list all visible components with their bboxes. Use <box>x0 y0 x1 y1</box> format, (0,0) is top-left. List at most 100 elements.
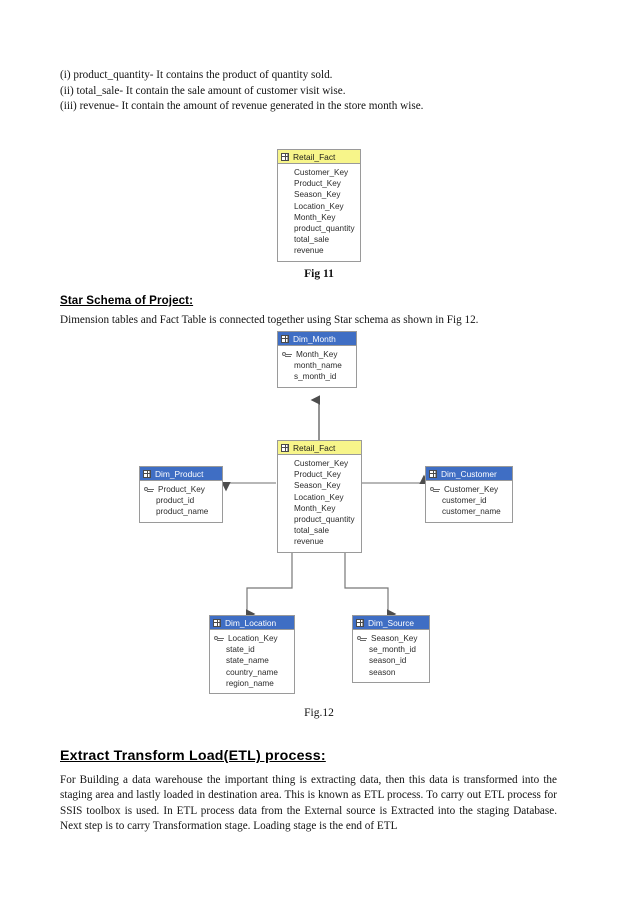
entity-field: total_sale <box>282 234 357 245</box>
field-label: Product_Key <box>158 485 205 494</box>
entity-field-primary-key: Customer_Key <box>430 484 509 495</box>
field-label: region_name <box>226 678 274 688</box>
field-label: Location_Key <box>294 492 344 502</box>
entity-field: product_id <box>144 495 219 506</box>
field-label: product_quantity <box>294 224 355 234</box>
entity-field-list: Month_Key month_name s_month_id <box>278 346 356 387</box>
entity-field: state_id <box>214 644 291 655</box>
entity-field: customer_name <box>430 506 509 517</box>
entity-title: Dim_Source <box>368 617 415 628</box>
entity-field-list: Location_Key state_id state_name country… <box>210 630 294 693</box>
field-label: Customer_Key <box>294 168 349 177</box>
table-grid-icon <box>281 152 289 161</box>
field-label: Season_Key <box>371 634 418 643</box>
fig12-caption: Fig.12 <box>304 707 334 719</box>
entity-table-dim-month[interactable]: Dim_Month Month_Key month_name s_month_i… <box>277 331 357 388</box>
entity-title: Dim_Customer <box>441 468 497 479</box>
entity-field: revenue <box>282 536 358 547</box>
field-label: month_name <box>294 361 342 371</box>
entity-field-primary-key: Product_Key <box>144 484 219 495</box>
entity-field: Season_Key <box>282 189 357 200</box>
entity-field: region_name <box>214 678 291 689</box>
field-label: Month_Key <box>296 350 338 359</box>
field-label: se_month_id <box>369 645 416 655</box>
entity-field: country_name <box>214 667 291 678</box>
field-label: Location_Key <box>228 634 278 643</box>
key-icon <box>144 486 154 493</box>
entity-field-primary-key: Season_Key <box>357 633 426 644</box>
entity-field: customer_id <box>430 495 509 506</box>
intro-list-item-3: (iii) revenue- It contain the amount of … <box>60 100 424 113</box>
field-label: product_name <box>156 507 209 517</box>
field-label: Location_Key <box>294 201 344 211</box>
entity-table-retail-fact-fig11[interactable]: Retail_Fact Customer_Key Product_Key Sea… <box>277 149 361 262</box>
entity-field: Customer_Key <box>282 458 358 469</box>
field-label: product_id <box>156 496 195 506</box>
field-label: Customer_Key <box>444 485 499 494</box>
field-label: Season_Key <box>294 481 341 491</box>
entity-table-retail-fact[interactable]: Retail_Fact Customer_Key Product_Key Sea… <box>277 440 362 553</box>
entity-field: product_quantity <box>282 223 357 234</box>
table-grid-icon <box>429 469 437 478</box>
field-label: season_id <box>369 656 407 666</box>
entity-field: Product_Key <box>282 469 358 480</box>
etl-heading: Extract Transform Load(ETL) process: <box>60 748 326 764</box>
table-grid-icon <box>281 334 289 343</box>
field-label: Product_Key <box>294 179 341 189</box>
entity-field-list: Customer_Key Product_Key Season_Key Loca… <box>278 455 361 552</box>
entity-field-list: Customer_Key customer_id customer_name <box>426 481 512 522</box>
field-label: Season_Key <box>294 190 341 200</box>
table-grid-icon <box>143 469 151 478</box>
connector-fact-to-dim-source <box>344 548 397 619</box>
intro-list: (i) product_quantity- It contains the pr… <box>60 68 560 115</box>
entity-field-list: Customer_Key Product_Key Season_Key Loca… <box>278 164 360 261</box>
connector-fact-to-dim-location <box>245 548 293 619</box>
field-label: revenue <box>294 246 324 256</box>
entity-header: Dim_Month <box>278 332 356 346</box>
entity-field-primary-key: Location_Key <box>214 633 291 644</box>
entity-field: Month_Key <box>282 212 357 223</box>
field-label: customer_name <box>442 507 501 517</box>
entity-field: season_id <box>357 655 426 666</box>
table-grid-icon <box>213 618 221 627</box>
entity-header: Dim_Source <box>353 616 429 630</box>
field-label: total_sale <box>294 526 330 536</box>
field-label: Month_Key <box>294 212 336 222</box>
entity-table-dim-customer[interactable]: Dim_Customer Customer_Key customer_id cu… <box>425 466 513 523</box>
entity-field: Product_Key <box>282 178 357 189</box>
entity-table-dim-source[interactable]: Dim_Source Season_Key se_month_id season… <box>352 615 430 683</box>
entity-title: Dim_Location <box>225 617 277 628</box>
entity-header: Dim_Customer <box>426 467 512 481</box>
table-grid-icon <box>281 443 289 452</box>
field-label: s_month_id <box>294 372 337 382</box>
field-label: Product_Key <box>294 470 341 480</box>
entity-title: Retail_Fact <box>293 151 336 162</box>
field-label: Customer_Key <box>294 459 349 468</box>
field-label: country_name <box>226 667 278 677</box>
star-schema-connectors <box>221 395 429 619</box>
fig11-caption: Fig 11 <box>304 268 334 280</box>
entity-field: Month_Key <box>282 503 358 514</box>
etl-paragraph: For Building a data warehouse the import… <box>60 774 557 833</box>
entity-field: state_name <box>214 655 291 666</box>
entity-field: s_month_id <box>282 371 353 382</box>
entity-field: product_quantity <box>282 514 358 525</box>
entity-table-dim-product[interactable]: Dim_Product Product_Key product_id produ… <box>139 466 223 523</box>
field-label: customer_id <box>442 496 487 506</box>
entity-field: Location_Key <box>282 492 358 503</box>
entity-header: Retail_Fact <box>278 150 360 164</box>
entity-field: revenue <box>282 245 357 256</box>
field-label: state_id <box>226 645 255 655</box>
entity-table-dim-location[interactable]: Dim_Location Location_Key state_id state… <box>209 615 295 695</box>
entity-title: Dim_Product <box>155 468 204 479</box>
key-icon <box>430 486 440 493</box>
entity-header: Dim_Product <box>140 467 222 481</box>
entity-field: product_name <box>144 506 219 517</box>
star-schema-description: Dimension tables and Fact Table is conne… <box>60 314 479 326</box>
key-icon <box>214 635 224 642</box>
key-icon <box>282 351 292 358</box>
field-label: product_quantity <box>294 515 355 525</box>
table-grid-icon <box>356 618 364 627</box>
entity-field-list: Product_Key product_id product_name <box>140 481 222 522</box>
entity-field-list: Season_Key se_month_id season_id season <box>353 630 429 682</box>
